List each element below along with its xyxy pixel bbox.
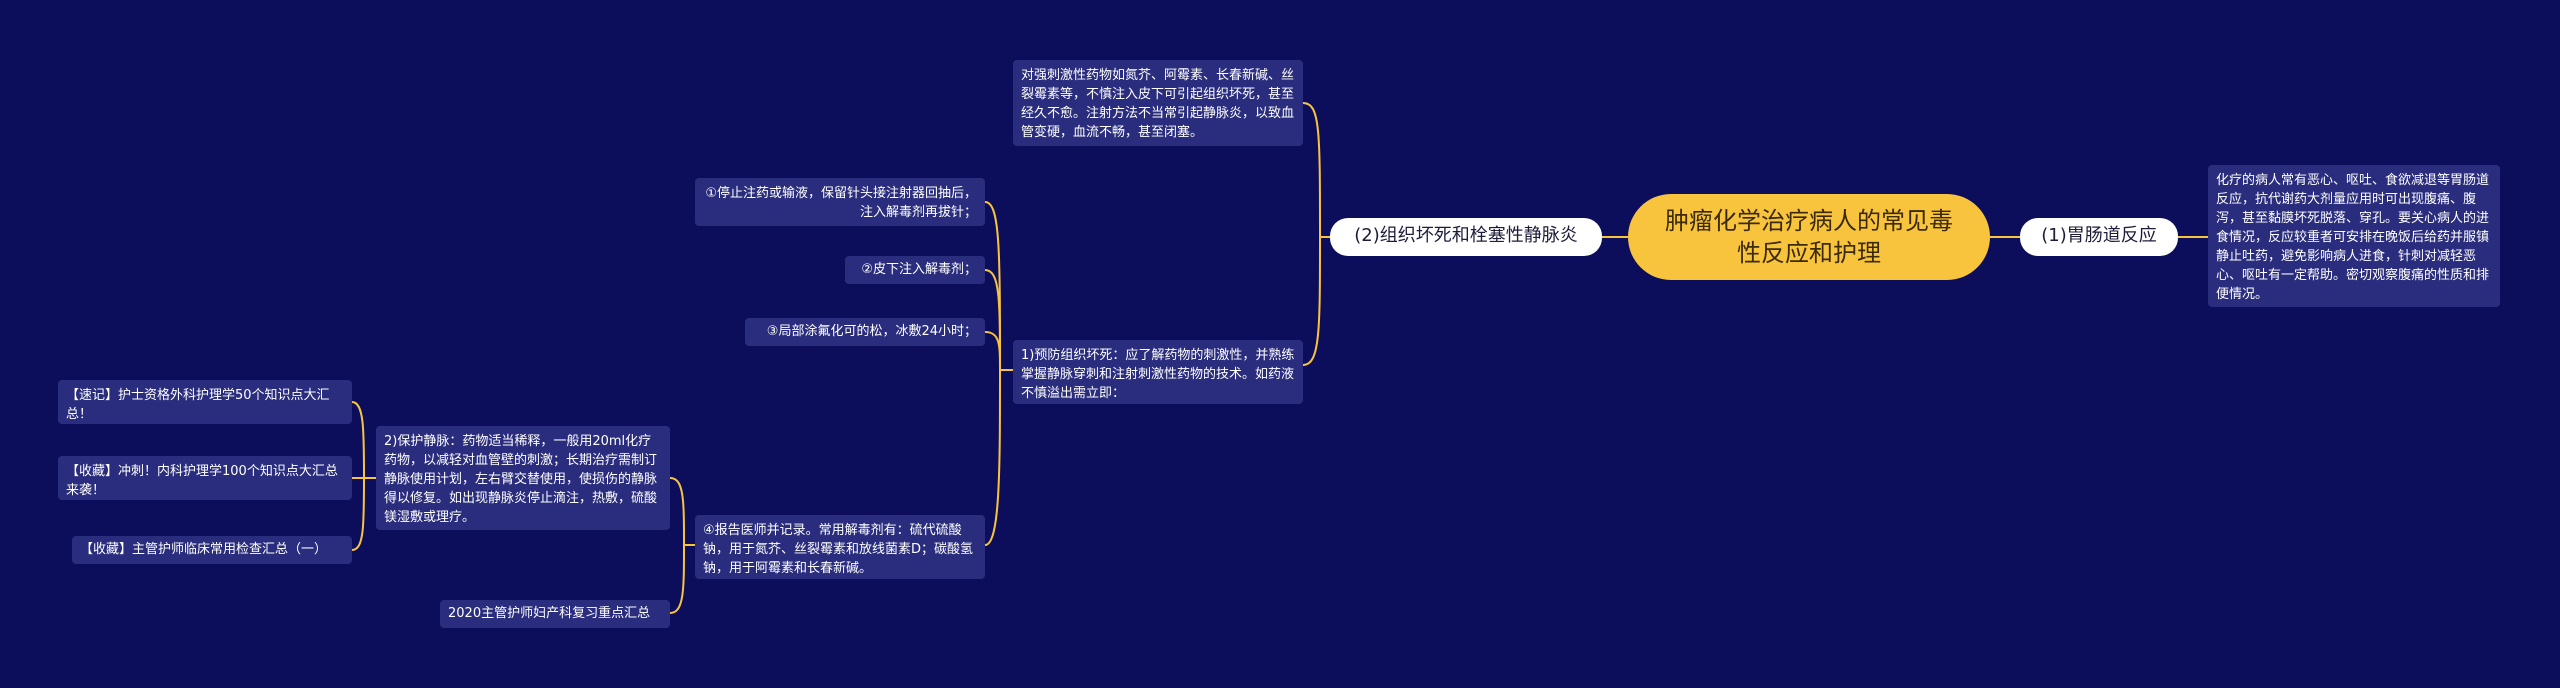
step-1-node[interactable]: ①停止注药或输液，保留针头接注射器回抽后，注入解毒剂再拔针； <box>695 178 985 226</box>
step-2-text: ②皮下注入解毒剂； <box>861 262 977 277</box>
root-topic[interactable]: 肿瘤化学治疗病人的常见毒性反应和护理 <box>1628 194 1990 280</box>
top-note[interactable]: 对强刺激性药物如氮芥、阿霉素、长春新碱、丝裂霉素等，不慎注入皮下可引起组织坏死，… <box>1013 60 1303 146</box>
prevention-text: 1)预防组织坏死：应了解药物的刺激性，并熟练掌握静脉穿刺和注射刺激性药物的技术。… <box>1021 348 1295 401</box>
gastrointestinal-detail-text: 化疗的病人常有恶心、呕吐、食欲减退等胃肠道反应，抗代谢药大剂量应用时可出现腹痛、… <box>2216 173 2490 302</box>
ref-link-2-text: 【收藏】冲刺！内科护理学100个知识点大汇总来袭！ <box>66 464 338 498</box>
step-4-node[interactable]: ④报告医师并记录。常用解毒剂有：硫代硫酸钠，用于氮芥、丝裂霉素和放线菌素D；碳酸… <box>695 515 985 579</box>
step-1-text: ①停止注药或输液，保留针头接注射器回抽后，注入解毒剂再拔针； <box>705 186 977 220</box>
step-2-node[interactable]: ②皮下注入解毒剂； <box>845 256 985 284</box>
link-step-4 <box>984 369 1001 546</box>
ref-link-2[interactable]: 【收藏】冲刺！内科护理学100个知识点大汇总来袭！ <box>58 456 352 500</box>
step-3-node[interactable]: ③局部涂氟化可的松，冰敷24小时； <box>745 318 985 346</box>
branch-gastrointestinal-label: (1)胃肠道反应 <box>2041 225 2157 246</box>
summary-link-text: 2020主管护师妇产科复习重点汇总 <box>448 606 651 621</box>
protect-vein-node[interactable]: 2)保护静脉：药物适当稀释，一般用20ml化疗药物，以减轻对血管壁的刺激；长期治… <box>376 426 670 530</box>
top-note-text: 对强刺激性药物如氮芥、阿霉素、长春新碱、丝裂霉素等，不慎注入皮下可引起组织坏死，… <box>1021 68 1295 140</box>
link-summary <box>669 544 685 614</box>
link-protect <box>669 477 697 546</box>
prevention-node[interactable]: 1)预防组织坏死：应了解药物的刺激性，并熟练掌握静脉穿刺和注射刺激性药物的技术。… <box>1013 340 1303 404</box>
step-3-text: ③局部涂氟化可的松，冰敷24小时； <box>766 324 977 339</box>
summary-link-node[interactable]: 2020主管护师妇产科复习重点汇总 <box>440 600 670 628</box>
link-step-3 <box>984 331 1001 371</box>
ref-link-1[interactable]: 【速记】护士资格外科护理学50个知识点大汇总！ <box>58 380 352 424</box>
ref-link-3[interactable]: 【收藏】主管护师临床常用检查汇总（一） <box>72 536 352 564</box>
link-prevention <box>1302 236 1321 366</box>
root-topic-label: 肿瘤化学治疗病人的常见毒性反应和护理 <box>1665 207 1953 267</box>
step-4-text: ④报告医师并记录。常用解毒剂有：硫代硫酸钠，用于氮芥、丝裂霉素和放线菌素D；碳酸… <box>703 523 974 576</box>
link-step-2 <box>984 269 1001 371</box>
gastrointestinal-detail[interactable]: 化疗的病人常有恶心、呕吐、食欲减退等胃肠道反应，抗代谢药大剂量应用时可出现腹痛、… <box>2208 165 2500 307</box>
branch-gastrointestinal[interactable]: (1)胃肠道反应 <box>2020 218 2178 256</box>
protect-vein-text: 2)保护静脉：药物适当稀释，一般用20ml化疗药物，以减轻对血管壁的刺激；长期治… <box>384 434 658 525</box>
ref-link-1-text: 【速记】护士资格外科护理学50个知识点大汇总！ <box>66 388 330 422</box>
ref-link-3-text: 【收藏】主管护师临床常用检查汇总（一） <box>80 542 328 557</box>
link-top-note <box>1302 102 1321 238</box>
link-ref-3 <box>351 477 365 551</box>
branch-tissue-necrosis[interactable]: (2)组织坏死和栓塞性静脉炎 <box>1330 218 1602 256</box>
branch-tissue-necrosis-label: (2)组织坏死和栓塞性静脉炎 <box>1354 225 1578 246</box>
link-ref-1 <box>351 401 376 479</box>
